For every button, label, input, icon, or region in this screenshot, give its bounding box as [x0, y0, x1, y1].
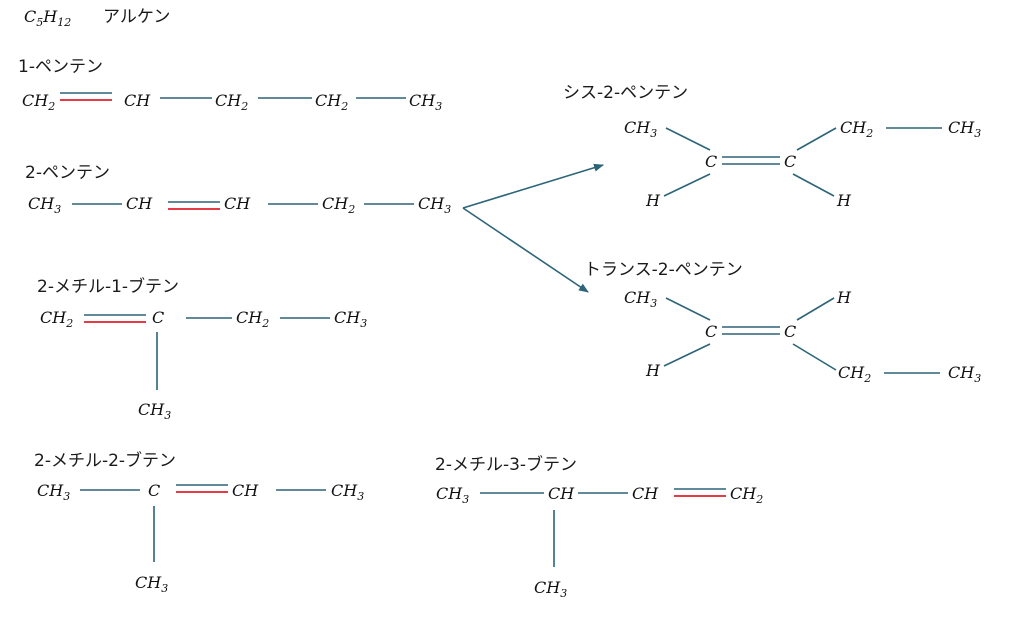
arrow-to-cis: [462, 163, 604, 209]
group-ch: CH: [232, 481, 259, 500]
group-h: H: [836, 191, 852, 210]
label-2-methyl-2-butene: 2-メチル-2-ブテン: [34, 450, 176, 471]
group-ch3: CH3: [948, 363, 981, 385]
group-c: C: [784, 152, 796, 171]
group-ch2: CH2: [840, 118, 873, 140]
group-h: H: [836, 288, 852, 307]
single-bond: [796, 297, 835, 321]
group-ch2: CH2: [40, 308, 73, 330]
group-ch3: CH3: [534, 578, 567, 600]
group-c: C: [148, 481, 160, 500]
group-c: C: [784, 322, 796, 341]
label-trans-2-pentene: トランス-2-ペンテン: [584, 260, 743, 280]
label-1-pentene: 1-ペンテン: [18, 57, 103, 77]
group-ch2: CH2: [838, 363, 871, 385]
single-bond: [792, 173, 835, 197]
group-ch2: CH2: [315, 91, 348, 113]
group-h: H: [645, 191, 661, 210]
single-bond: [665, 127, 711, 151]
single-bond: [665, 297, 711, 321]
group-ch: CH: [632, 484, 659, 503]
group-ch3: CH3: [334, 308, 367, 330]
single-bond: [792, 343, 837, 371]
arrow-to-trans: [462, 207, 589, 293]
group-ch: CH: [548, 484, 575, 503]
group-ch3: CH3: [624, 288, 657, 310]
group-c: C: [705, 322, 717, 341]
group-ch3: CH3: [436, 484, 469, 506]
group-ch3: CH3: [37, 481, 70, 503]
group-ch3: CH3: [409, 91, 442, 113]
label-2-pentene: 2-ペンテン: [25, 163, 110, 183]
label-cis-2-pentene: シス-2-ペンテン: [563, 83, 688, 103]
group-ch3: CH3: [331, 481, 364, 503]
label-2-methyl-3-butene: 2-メチル-3-ブテン: [435, 454, 577, 475]
group-ch3: CH3: [28, 194, 61, 216]
single-bond: [663, 343, 711, 367]
header-class-name: アルケン: [103, 7, 170, 27]
label-2-methyl-1-butene: 2-メチル-1-ブテン: [37, 276, 179, 297]
group-ch3: CH3: [624, 118, 657, 140]
group-ch2: CH2: [215, 91, 248, 113]
group-ch2: CH2: [730, 484, 763, 506]
group-ch: CH: [124, 91, 151, 110]
group-ch2: CH2: [22, 91, 55, 113]
group-c: C: [152, 308, 164, 327]
single-bond: [796, 127, 837, 151]
group-ch2: CH2: [322, 194, 355, 216]
single-bond: [663, 173, 711, 197]
group-ch3: CH3: [418, 194, 451, 216]
group-ch: CH: [126, 194, 153, 213]
group-ch3: CH3: [948, 118, 981, 140]
group-ch3: CH3: [135, 573, 168, 595]
group-ch: CH: [224, 194, 251, 213]
group-ch3: CH3: [138, 400, 171, 422]
group-c: C: [705, 152, 717, 171]
header-formula: C5H12: [24, 7, 71, 29]
group-ch2: CH2: [236, 308, 269, 330]
group-h: H: [645, 361, 661, 380]
